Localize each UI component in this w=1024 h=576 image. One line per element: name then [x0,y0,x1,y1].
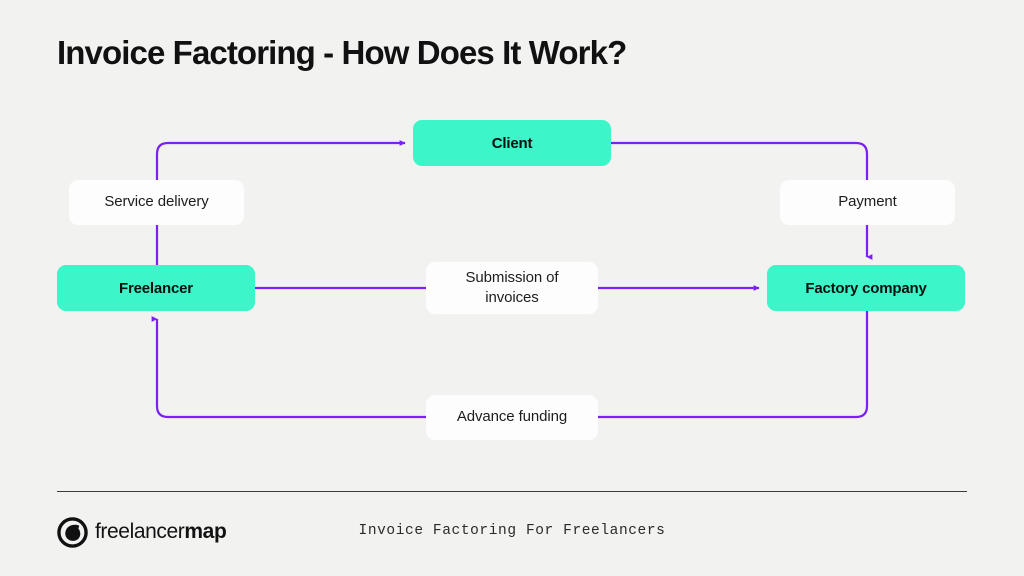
freelancermap-logo-icon [57,516,88,548]
edge-label-submission-line1: Submission of [465,268,559,286]
edge-label-submission-line2: invoices [485,289,539,306]
edge-label-submission: Submission of invoices [426,262,598,314]
edge-label-payment: Payment [780,180,955,225]
edge-advance-left [151,316,426,419]
edge-label-advance-funding: Advance funding [426,395,598,440]
node-freelancer-label: Freelancer [119,279,193,297]
node-freelancer[interactable]: Freelancer [57,265,255,311]
footer-caption: Invoice Factoring For Freelancers [358,523,666,539]
page-title: Invoice Factoring - How Does It Work? [57,34,627,71]
brand-logo-text-bold: map [184,520,227,543]
brand-logo-text: freelancermap [95,520,227,544]
node-client-label: Client [491,134,533,152]
edge-label-advance-funding-text: Advance funding [456,408,568,426]
edge-label-submission-text: Submission of invoices [466,268,559,309]
edge-advance-right [598,311,869,419]
node-factory-label: Factory company [805,279,927,297]
brand-logo-text-light: freelancer [95,520,185,543]
node-factory[interactable]: Factory company [767,265,965,311]
node-client[interactable]: Client [413,120,611,166]
footer-divider [57,491,967,492]
edge-label-service-delivery-text: Service delivery [104,193,209,211]
edge-label-payment-text: Payment [838,193,897,211]
brand-logo: freelancermap [57,515,227,549]
edge-label-service-delivery: Service delivery [69,180,244,225]
